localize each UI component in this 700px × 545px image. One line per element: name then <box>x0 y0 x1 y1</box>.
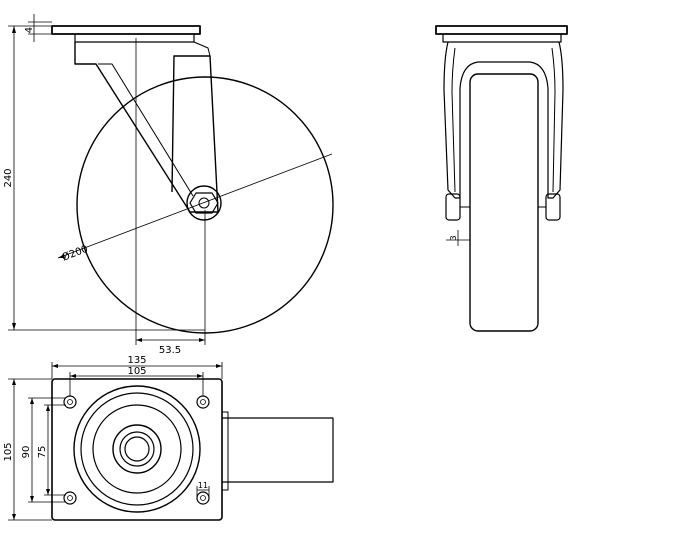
plan-ring-3 <box>92 404 182 494</box>
plan-hole-bl <box>63 491 77 505</box>
dim-wheel-diameter: Ø200 <box>60 243 89 264</box>
side-fork <box>74 42 219 213</box>
dim-hole-diameter: 11 <box>198 481 208 490</box>
side-view <box>8 14 334 345</box>
dim-plate-depth: 105 <box>3 442 14 461</box>
side-fork-back <box>193 41 211 57</box>
dimension-arrows <box>12 26 205 342</box>
side-plate-block <box>74 34 195 43</box>
side-axle-pin <box>198 197 210 209</box>
plan-ring-5 <box>119 431 155 467</box>
dim-offset: 53.5 <box>159 345 181 356</box>
dim-plate-thickness: 4 <box>24 27 35 33</box>
dim-total-height: 240 <box>3 168 14 187</box>
side-axle-boss <box>186 185 222 221</box>
front-plate-block <box>442 34 562 43</box>
plan-ring-2 <box>80 392 194 506</box>
plan-dimension-arrows <box>12 364 222 520</box>
plan-plate <box>51 378 223 521</box>
front-wheel <box>469 73 539 332</box>
front-view <box>435 25 568 332</box>
plan-fork-side <box>222 411 229 491</box>
side-axle-nut <box>189 192 219 214</box>
plan-ring-4 <box>112 424 162 474</box>
side-top-plate <box>51 25 201 35</box>
side-fork-inner <box>98 63 194 197</box>
plan-wheel-box <box>222 417 334 483</box>
plan-hole-tr <box>196 395 210 409</box>
front-fork-outer <box>443 41 564 199</box>
plan-ring-6 <box>124 436 150 462</box>
front-fork-inner <box>451 47 556 193</box>
plan-view <box>8 362 334 521</box>
plan-ring-outer <box>73 385 201 513</box>
front-top-plate <box>435 25 568 35</box>
plan-hole-br <box>196 491 210 505</box>
dim-hole-spacing-x: 105 <box>127 366 146 377</box>
dim-inner-spacing: 75 <box>37 446 48 459</box>
diameter-leader <box>57 153 333 259</box>
dim-axle-gap: 3 <box>449 235 458 240</box>
dim-hole-spacing-y: 90 <box>21 446 32 459</box>
dim-plate-width: 135 <box>127 355 146 366</box>
